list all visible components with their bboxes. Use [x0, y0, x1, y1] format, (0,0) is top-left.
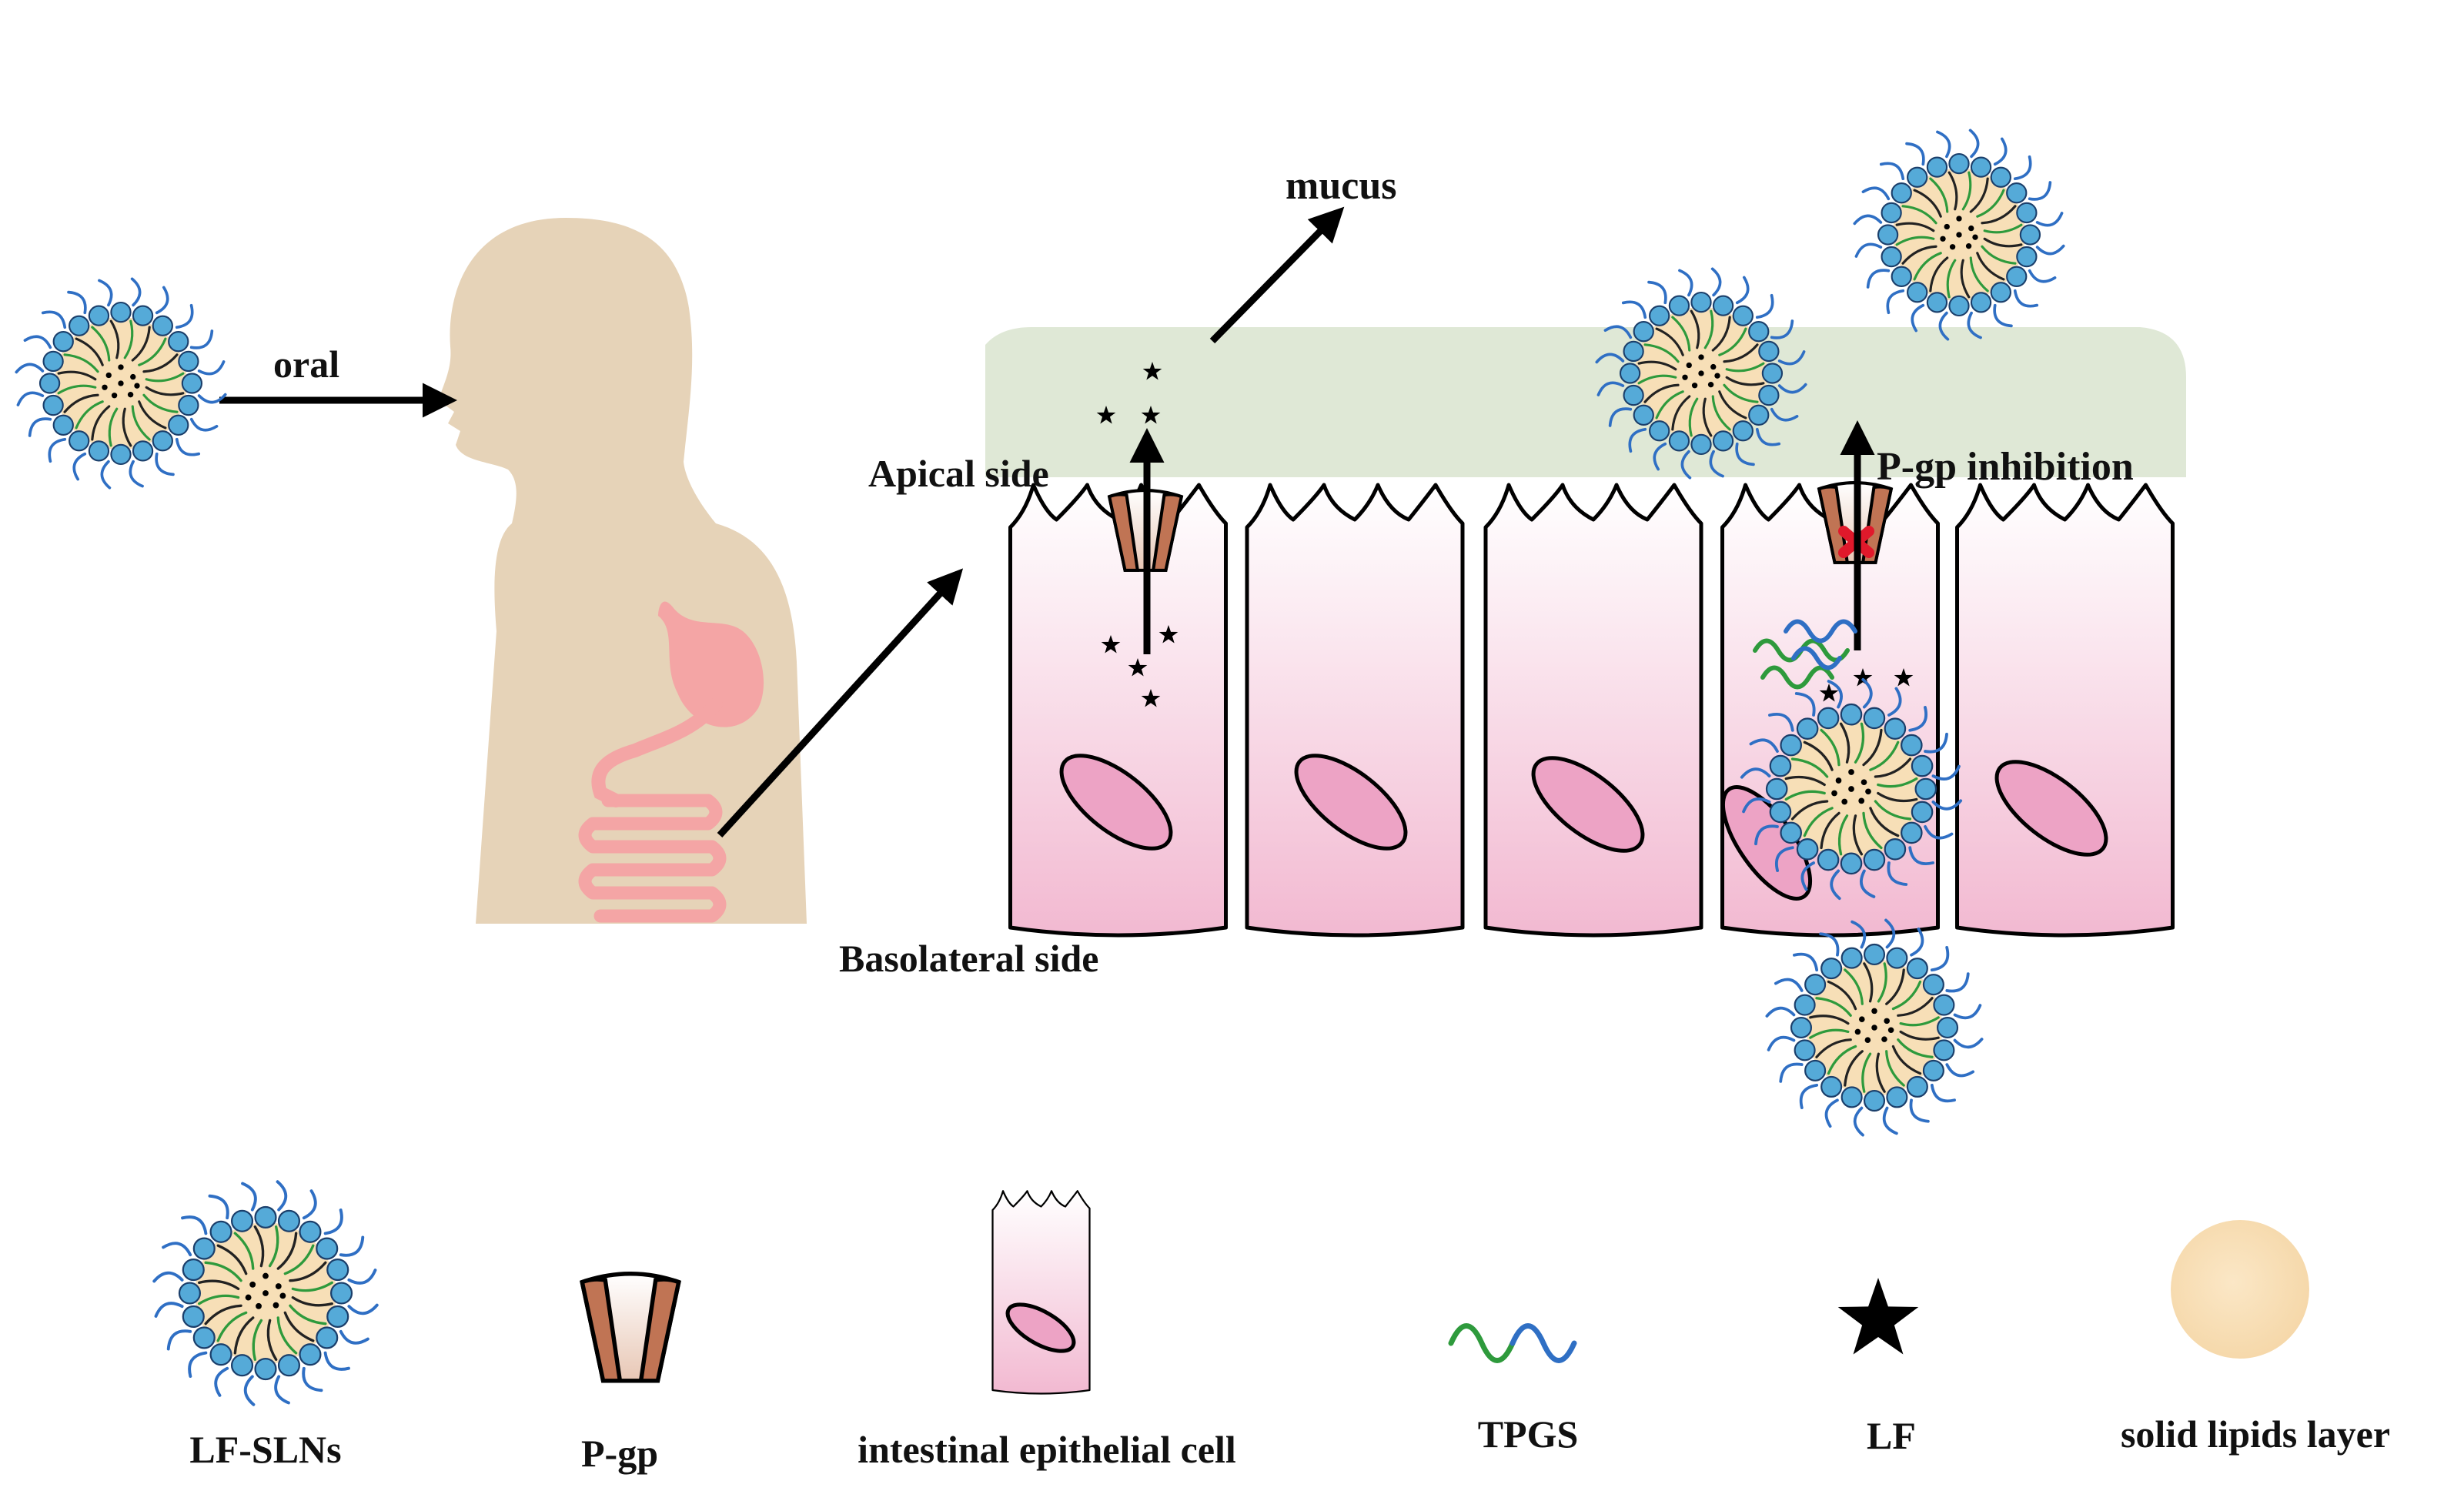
legend-label: intestinal epithelial cell	[858, 1428, 1236, 1471]
nanoparticle-icon	[1853, 129, 2065, 341]
nucleus	[1531, 756, 1645, 853]
nucleus	[1294, 754, 1408, 851]
epithelial-cell	[1486, 485, 1701, 935]
mucus-label: mucus	[1285, 164, 1396, 208]
oral-label: oral	[273, 343, 339, 386]
epithelial-cell-layer	[1011, 485, 2173, 935]
nanoparticle-icon	[1765, 918, 1984, 1137]
tpgs-in-cell	[1753, 619, 1857, 690]
legend: LF-SLNs P-gp intestinal epithelial cell …	[152, 1180, 2390, 1475]
mucus-arrow	[1209, 206, 1345, 344]
legend-item-epithelial-cell: intestinal epithelial cell	[858, 1189, 1236, 1471]
arrows	[219, 206, 1345, 838]
nucleus	[1005, 1302, 1076, 1353]
legend-item-solid-lipids: solid lipids layer	[2121, 1220, 2390, 1456]
lipid-layer-icon	[2171, 1220, 2309, 1359]
human-body-icon	[439, 218, 807, 924]
epithelial-cell	[1957, 485, 2173, 935]
nanoparticle-layer	[15, 129, 2065, 1137]
nucleus	[1059, 754, 1173, 851]
legend-label: solid lipids layer	[2121, 1412, 2390, 1456]
nanoparticle-icon	[15, 277, 227, 490]
legend-item-lf: LF	[1837, 1278, 1919, 1457]
pgp-transporter-icon	[582, 1274, 678, 1381]
legend-item-tpgs: TPGS	[1448, 1323, 1579, 1456]
legend-label: LF-SLNs	[189, 1428, 341, 1471]
apical-side-label: Apical side	[868, 452, 1049, 495]
epithelial-cell-icon	[991, 1189, 1092, 1396]
basolateral-side-label: Basolateral side	[839, 937, 1098, 980]
legend-label: P-gp	[581, 1432, 658, 1475]
nanoparticle-icon	[152, 1180, 379, 1406]
nanoparticle-icon	[1595, 267, 1807, 480]
pgp-inhibition-label: P-gp inhibition	[1877, 445, 2134, 489]
epithelial-cell	[1247, 485, 1463, 935]
epithelial-cell	[1011, 485, 1226, 935]
nanoparticle-icon	[152, 1180, 379, 1406]
legend-label: TPGS	[1478, 1412, 1579, 1456]
legend-label: LF	[1867, 1414, 1916, 1457]
intestine-to-cells-arrow	[717, 568, 964, 838]
nucleus	[1994, 760, 2108, 857]
tpgs-icon	[1448, 1323, 1577, 1363]
nanoparticle-icon	[1740, 677, 1963, 901]
mucus-layer	[985, 327, 2186, 477]
legend-item-pgp: P-gp	[581, 1274, 679, 1475]
stomach-icon	[578, 601, 764, 923]
star-icon	[1837, 1278, 1919, 1355]
legend-item-lf-slns: LF-SLNs	[152, 1180, 379, 1471]
